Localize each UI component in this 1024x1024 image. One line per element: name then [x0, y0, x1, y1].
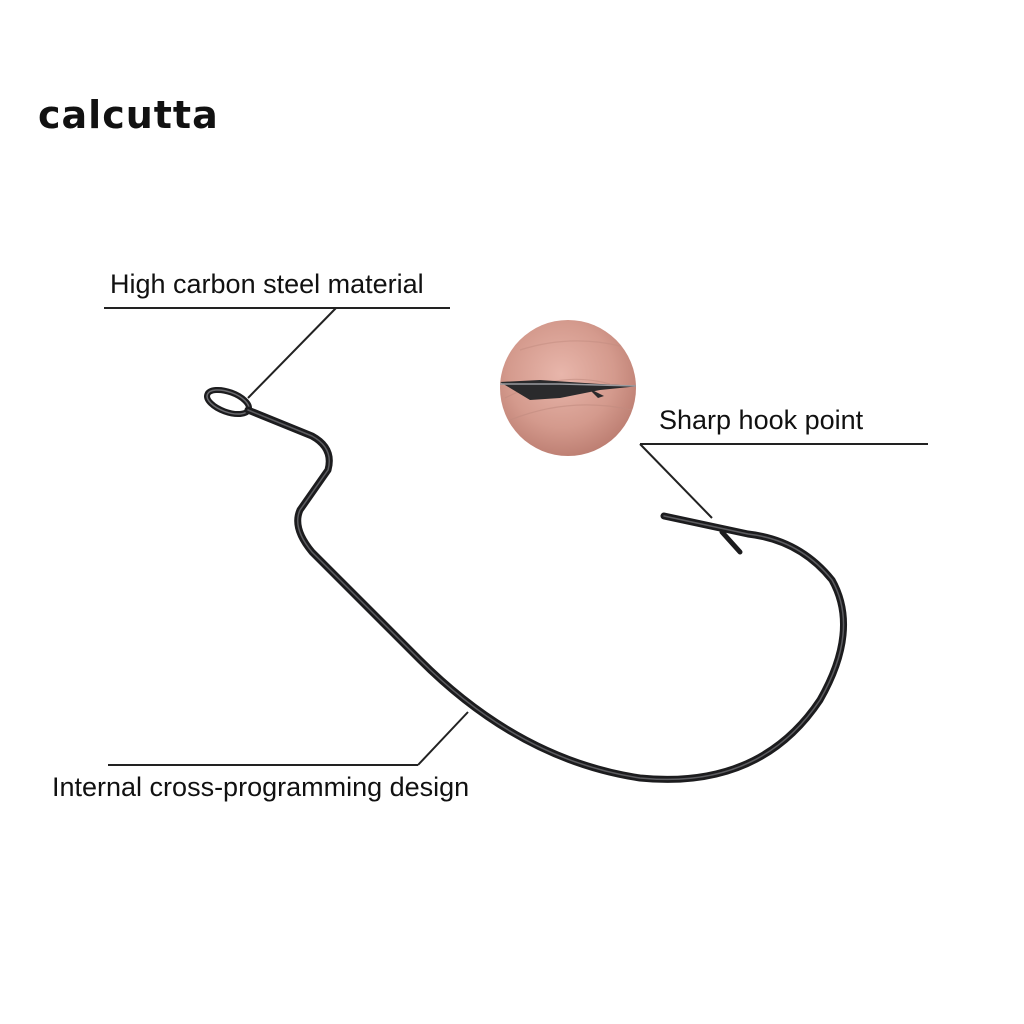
leader-line-material [104, 307, 450, 399]
leader-line-point [639, 443, 928, 519]
callout-point-label: Sharp hook point [659, 405, 864, 435]
callout-design-label: Internal cross-programming design [52, 772, 470, 802]
leader-line-design [108, 711, 469, 766]
hook-point-closeup [500, 320, 636, 456]
fishing-hook-icon [204, 386, 848, 783]
brand-logo: calcutta [38, 93, 219, 137]
callout-material-label: High carbon steel material [110, 269, 424, 299]
